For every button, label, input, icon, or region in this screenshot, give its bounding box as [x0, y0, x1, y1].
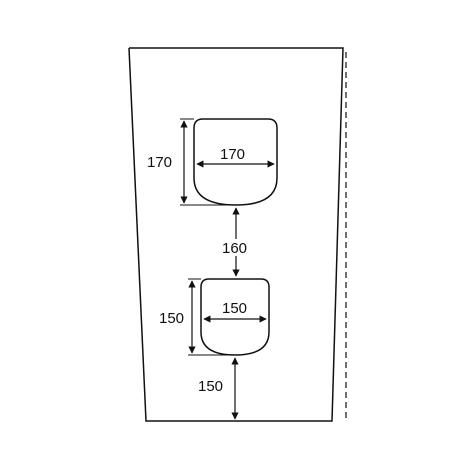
- lower-height-label: 150: [159, 310, 184, 327]
- spacing-label-background: [220, 239, 252, 256]
- upper-height-label: 170: [147, 154, 172, 171]
- upper-opening: [193, 118, 278, 206]
- bottom-clearance-label: 150: [198, 378, 223, 395]
- lower-width-label: 150: [222, 300, 247, 317]
- panel-outline: [128, 47, 344, 422]
- upper-width-label: 170: [220, 146, 245, 163]
- lower-opening: [200, 278, 270, 356]
- spacing-label: 160: [222, 240, 247, 257]
